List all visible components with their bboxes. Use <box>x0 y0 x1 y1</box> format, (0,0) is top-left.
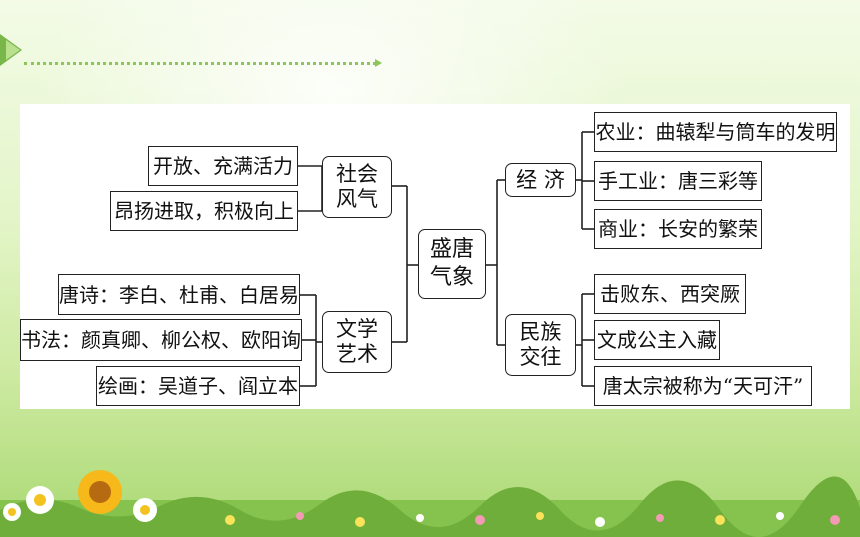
node-shangye: 商业：长安的繁荣 <box>594 209 762 249</box>
daisy-icon <box>3 486 157 522</box>
branch-jingji: 经 济 <box>505 163 576 197</box>
root-shengtang-qixiang: 盛唐 气象 <box>418 229 486 299</box>
node-tangshi: 唐诗：李白、杜甫、白居易 <box>58 274 300 315</box>
node-angyang: 昂扬进取，积极向上 <box>110 191 298 231</box>
node-tiankehan: 唐太宗被称为“天可汗” <box>594 366 812 406</box>
branch-wenxue-yishu: 文学 艺术 <box>322 311 392 373</box>
branch-shehui-fengqi: 社会 风气 <box>322 156 392 218</box>
node-jibai-tujue: 击败东、西突厥 <box>594 274 746 314</box>
small-flowers-icon <box>225 512 840 527</box>
flower-border <box>0 470 860 537</box>
dotted-line-arrow-icon <box>375 59 382 67</box>
node-huihua: 绘画：吴道子、阎立本 <box>96 366 300 406</box>
node-shougongye: 手工业：唐三彩等 <box>594 161 762 201</box>
title-dotted-line <box>24 62 376 65</box>
node-nongye: 农业：曲辕犁与筒车的发明 <box>594 112 837 152</box>
sunflower-icon <box>78 470 122 514</box>
node-kaifang: 开放、充满活力 <box>148 146 298 186</box>
title-arrow-inner-icon <box>6 40 20 60</box>
node-wencheng: 文成公主入藏 <box>594 320 720 360</box>
node-shufa: 书法：颜真卿、柳公权、欧阳询 <box>20 319 302 361</box>
branch-minzu-jiaowang: 民族 交往 <box>505 314 576 376</box>
